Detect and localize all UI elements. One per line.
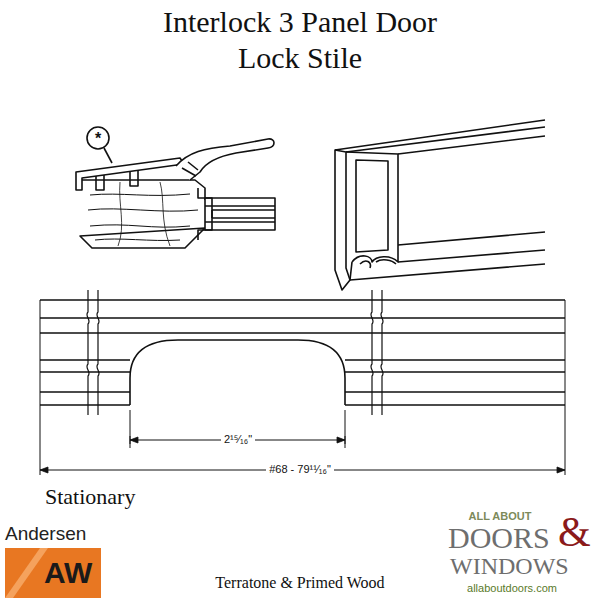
logo-text: ALL ABOUT (469, 510, 532, 523)
logo-text: WINDOWS (450, 553, 569, 581)
logo-text: DOORS (448, 521, 550, 556)
dimension: 2¹⁵⁄₁₆" (221, 433, 255, 446)
note: Stationary (45, 484, 135, 509)
logo-url: allaboutdoors.com (467, 582, 557, 595)
logo-text: & (558, 508, 591, 556)
caption-note: Terratone & Primed Wood (215, 574, 384, 592)
brand-mark: AW (44, 556, 92, 591)
callout-star: * (95, 130, 101, 148)
dimension: #68 - 79¹¹⁄₁₆" (266, 463, 334, 476)
title: Interlock 3 Panel Door Lock Stile (130, 4, 470, 76)
brand-name: Andersen (5, 523, 86, 545)
